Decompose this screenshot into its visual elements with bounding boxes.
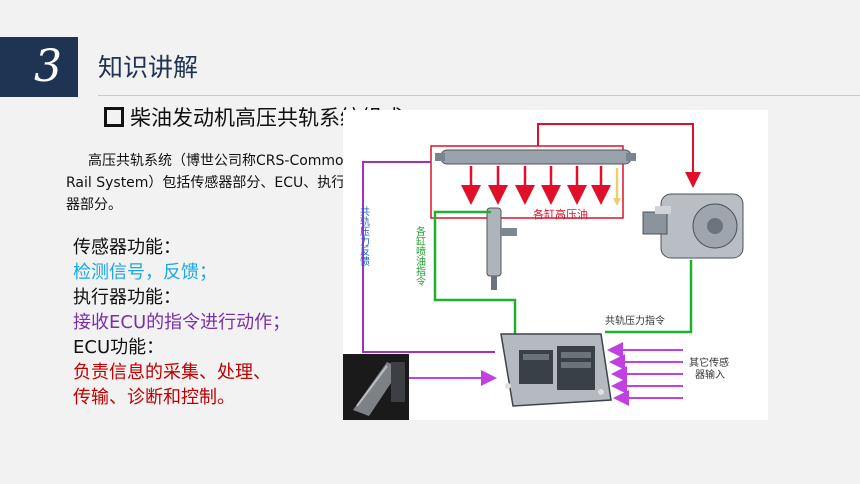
sensor-function-title: 传感器功能： <box>73 237 181 258</box>
section-number-box: 3 <box>0 37 78 97</box>
square-bullet-icon <box>104 107 124 127</box>
section-title: 知识讲解 <box>98 53 199 82</box>
ecu-function-desc-2: 传输、诊断和控制。 <box>73 387 235 408</box>
other-sensors-label-2: 器输入 <box>695 368 725 381</box>
other-sensor-arrows <box>607 342 683 406</box>
rail-label: 各缸高压油 <box>533 207 588 221</box>
diagram-svg: 各缸高压油 共轨压力反馈 各缸喷油指令 共轨压力指令 <box>343 123 744 420</box>
intro-paragraph: 高压共轨系统（博世公司称CRS-Common Rail System）包括传感器… <box>66 153 353 213</box>
actuator-function-desc: 接收ECU的指令进行动作； <box>73 312 291 333</box>
injection-command-line <box>433 210 517 342</box>
pressure-command-label: 共轨压力指令 <box>605 314 665 327</box>
common-rail: 各缸高压油 <box>430 145 636 221</box>
ecu-unit <box>500 333 612 407</box>
actuator-function-title: 执行器功能： <box>73 287 181 308</box>
other-sensors-label-1: 其它传感 <box>689 356 729 369</box>
ecu-function-title: ECU功能： <box>73 337 165 358</box>
accelerator-pedal-photo <box>343 354 409 420</box>
ecu-function-desc-1: 负责信息的采集、处理、 <box>73 362 271 383</box>
injector-label: 各缸喷油指令 <box>414 225 426 287</box>
high-pressure-supply-line <box>537 123 701 188</box>
rail-pressure-feedback-line <box>362 161 495 353</box>
pressure-command-line <box>605 260 693 334</box>
sensor-function-desc: 检测信号，反馈； <box>73 262 217 283</box>
feedback-label: 共轨压力反馈 <box>358 206 370 267</box>
injector <box>486 207 517 290</box>
section-number: 3 <box>34 41 62 92</box>
common-rail-diagram: 各缸高压油 共轨压力反馈 各缸喷油指令 共轨压力指令 <box>343 110 768 420</box>
header-divider <box>98 95 860 96</box>
high-pressure-pump <box>642 193 744 259</box>
